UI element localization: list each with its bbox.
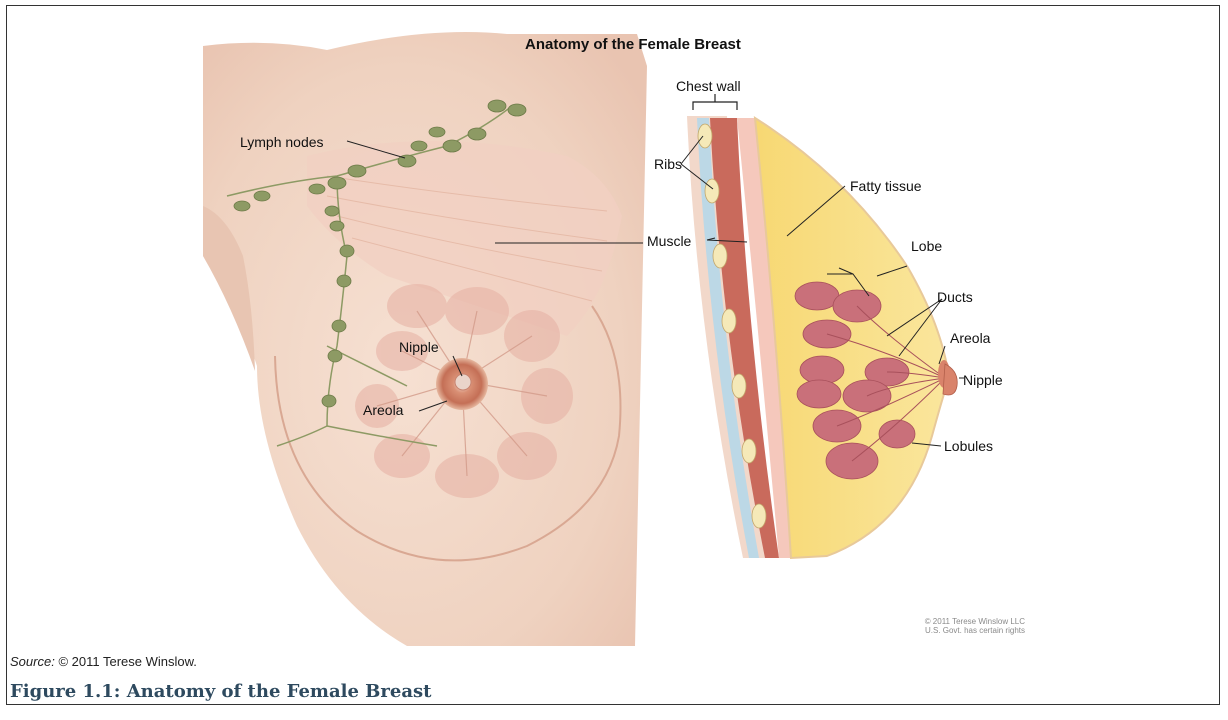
source-line: Source: © 2011 Terese Winslow. bbox=[10, 654, 197, 669]
figure-frame: Anatomy of the Female Breast Lymph nodes… bbox=[6, 5, 1220, 705]
label-lymph-nodes: Lymph nodes bbox=[240, 134, 324, 150]
label-areola-cross: Areola bbox=[950, 330, 990, 346]
source-label: Source: bbox=[10, 654, 55, 669]
label-areola-front: Areola bbox=[363, 402, 403, 418]
label-nipple-cross: Nipple bbox=[963, 372, 1003, 388]
source-text: © 2011 Terese Winslow. bbox=[58, 654, 196, 669]
copyright-line-2: U.S. Govt. has certain rights bbox=[925, 626, 1025, 635]
label-nipple-front: Nipple bbox=[399, 339, 439, 355]
label-fatty-tissue: Fatty tissue bbox=[850, 178, 922, 194]
figure-caption: Figure 1.1: Anatomy of the Female Breast bbox=[10, 681, 431, 702]
breast-anatomy-illustration bbox=[7, 6, 1219, 704]
label-muscle: Muscle bbox=[647, 233, 691, 249]
cross-section-view bbox=[681, 94, 964, 558]
label-chest-wall: Chest wall bbox=[676, 78, 741, 94]
label-ducts: Ducts bbox=[937, 289, 973, 305]
label-ribs: Ribs bbox=[654, 156, 682, 172]
copyright-line-1: © 2011 Terese Winslow LLC bbox=[925, 617, 1025, 626]
nipple-shape bbox=[455, 374, 471, 390]
chest-wall-bracket bbox=[693, 94, 737, 110]
label-lobules: Lobules bbox=[944, 438, 993, 454]
copyright-notice: © 2011 Terese Winslow LLC U.S. Govt. has… bbox=[925, 617, 1025, 635]
figure-title: Anatomy of the Female Breast bbox=[525, 36, 741, 53]
label-lobe: Lobe bbox=[911, 238, 942, 254]
nipple-cross-section bbox=[943, 364, 957, 395]
